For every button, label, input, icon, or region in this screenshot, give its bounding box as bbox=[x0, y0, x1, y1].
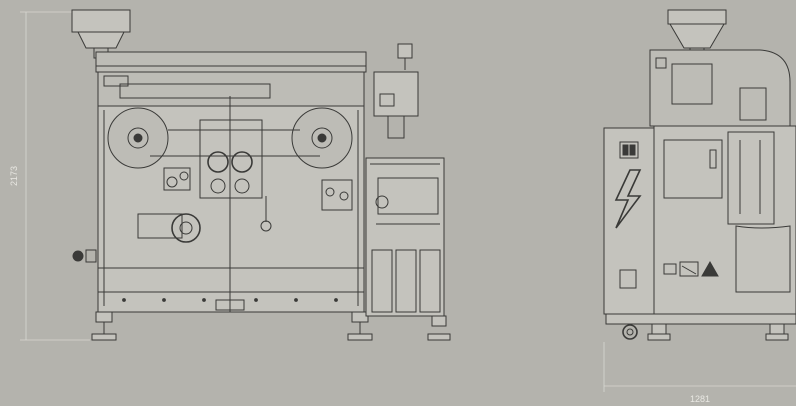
width-dimension-label: 1281 bbox=[690, 394, 710, 404]
width-dimension: 1281 bbox=[603, 342, 796, 404]
control-panel bbox=[373, 43, 419, 139]
height-dimension: 2173 bbox=[9, 11, 90, 341]
start-button-icon bbox=[72, 250, 84, 262]
height-dimension-label: 2173 bbox=[9, 166, 19, 186]
warning-labels bbox=[663, 260, 719, 277]
cabinet-screws bbox=[122, 298, 338, 302]
side-cabinet bbox=[365, 157, 451, 341]
forming-mechanism bbox=[150, 119, 353, 211]
side-electrical-cabinet bbox=[603, 127, 655, 315]
lower-drive bbox=[137, 196, 272, 243]
left-film-reel bbox=[107, 107, 169, 169]
hopper bbox=[71, 9, 131, 59]
high-voltage-icon bbox=[614, 169, 642, 229]
side-view bbox=[603, 9, 796, 341]
side-hopper bbox=[667, 9, 727, 59]
front-feet bbox=[91, 311, 373, 341]
front-view bbox=[71, 9, 451, 341]
right-film-reel bbox=[291, 107, 353, 169]
caster-wheels bbox=[622, 323, 789, 341]
